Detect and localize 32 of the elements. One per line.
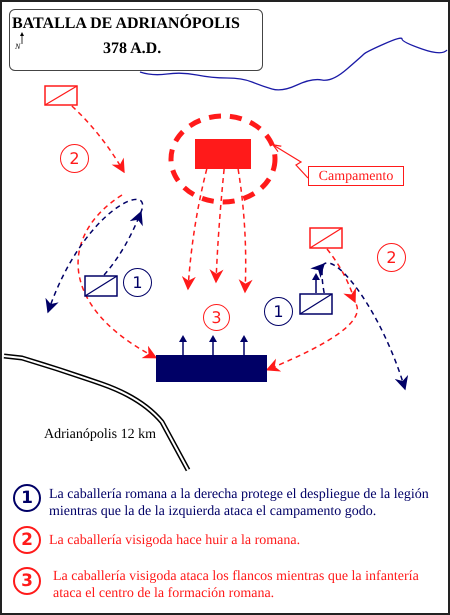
- place-label: Campamento: [308, 166, 404, 186]
- callout-number: 2: [60, 144, 89, 173]
- unit-symbol: [309, 227, 343, 249]
- distance-label: Adrianópolis 12 km: [44, 427, 156, 443]
- callout-number: 1: [13, 484, 41, 512]
- legend-text: La caballería romana a la derecha protege el despliegue de la legión mientras que la de la izquierda ataca el campamento godo.: [49, 486, 430, 520]
- camp-block: [195, 139, 251, 169]
- leader-line: [272, 144, 308, 178]
- arrow: [266, 248, 358, 372]
- callout-number: 1: [264, 297, 293, 326]
- arrow: [77, 194, 156, 358]
- arrow: [310, 262, 408, 390]
- arrow: [237, 168, 252, 294]
- callout-number: 3: [13, 567, 41, 595]
- unit-symbol: [44, 85, 78, 106]
- title: BATALLA DE ADRIANÓPOLIS: [12, 15, 240, 33]
- callout-number: 1: [123, 268, 152, 297]
- camp-ring: [168, 113, 278, 205]
- subtitle: 378 A.D.: [103, 40, 162, 58]
- arrow: [210, 168, 225, 284]
- arrow: [71, 105, 125, 174]
- legend-text: La caballería visigoda hace huir a la romana.: [49, 532, 302, 549]
- infantry-block: [156, 355, 267, 382]
- compass-label: N: [15, 42, 20, 51]
- callout-number: 2: [377, 243, 406, 272]
- callout-number: 2: [13, 526, 41, 554]
- arrow: [46, 198, 144, 314]
- legend-text: La caballería visigoda ataca los flancos mientras que la infantería ataca el centro de la formación romana.: [53, 568, 420, 602]
- arrow: [182, 168, 208, 290]
- callout-number: 3: [203, 304, 230, 331]
- unit-symbol: [84, 275, 118, 297]
- unit-symbol: [299, 293, 333, 315]
